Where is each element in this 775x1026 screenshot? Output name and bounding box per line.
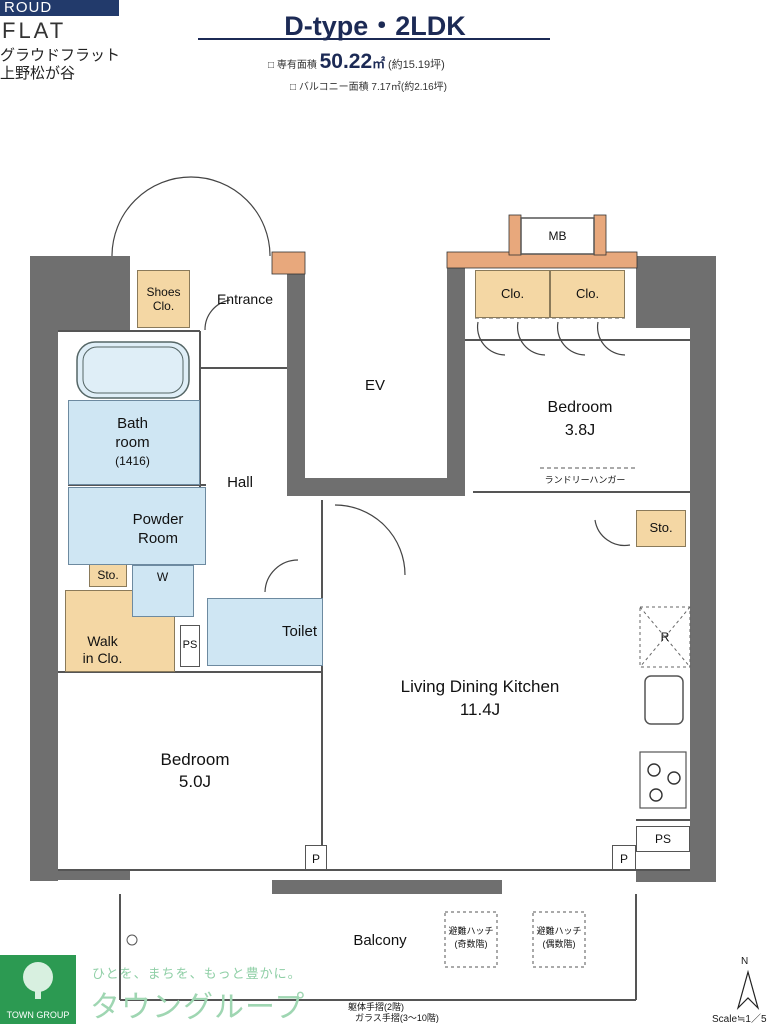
ldk-size: 11.4J	[459, 700, 501, 719]
page-title: D-type・2LDK	[284, 11, 466, 41]
floor-area-unit: ㎡	[372, 56, 386, 71]
bedroom-b-name: Bedroom	[160, 750, 230, 769]
ps-shaft-2	[636, 826, 690, 852]
title-underline	[198, 38, 550, 40]
brand-flat-text: FLAT	[2, 18, 67, 43]
entrance-label: Entrance	[216, 291, 274, 307]
walls	[30, 256, 716, 894]
closet-2-label: Clo.	[575, 286, 600, 301]
bathroom-size: (1416)	[115, 454, 150, 468]
balcony-label: Balcony	[353, 932, 407, 949]
toilet-floor	[207, 598, 323, 666]
washer-label: W	[156, 570, 169, 584]
footer-tagline: ひとを、まちを、もっと豊かに。	[92, 966, 302, 981]
brand-jp-name: グラウドフラット	[0, 47, 121, 64]
walk-in-closet-label: Walk in Clo.	[82, 633, 123, 666]
ps-1-label: PS	[182, 639, 198, 651]
refrigerator-label: R	[660, 630, 670, 644]
shoes-closet-label: Shoes Clo.	[146, 285, 181, 313]
ldk-name: Living Dining Kitchen	[400, 677, 560, 696]
bedroom-b-size: 5.0J	[178, 772, 212, 791]
pipe-space-2	[612, 845, 636, 870]
hatch-even-label: 避難ハッチ (偶数階)	[536, 926, 582, 949]
pipe-space-1	[305, 845, 327, 870]
railing-note-1: 躯体手摺(2階)	[348, 1002, 404, 1012]
pipe-1-label: P	[311, 852, 320, 866]
bedroom-a-size: 3.8J	[564, 422, 596, 439]
town-group-logo-text: TOWN GROUP	[6, 1010, 70, 1020]
storage-powder-label: Sto.	[97, 568, 119, 582]
storage-ldk-label: Sto.	[649, 520, 673, 535]
elevator-label: EV	[364, 377, 385, 394]
floor-area: □ 専有面積 50.22㎡ (約15.19坪)	[268, 50, 445, 74]
brand-jp-location: 上野松が谷	[0, 65, 76, 82]
ps-shaft-1	[180, 625, 200, 667]
footer-company: タウングループ	[90, 991, 306, 1024]
powder-room-floor	[68, 487, 206, 565]
compass-north-label: N	[741, 956, 749, 967]
floor-area-label: □ 専有面積	[268, 60, 317, 71]
washer-space	[132, 565, 194, 617]
shoes-closet	[137, 270, 190, 328]
tree-icon	[23, 962, 53, 999]
floor-area-value: 50.22	[319, 50, 373, 73]
laundry-hanger-label: ランドリーハンガー	[544, 475, 626, 485]
bathroom-label: Bath room	[115, 415, 150, 451]
bedroom-a-name: Bedroom	[547, 399, 613, 416]
scale-label: Scale≒1／5	[712, 1014, 767, 1025]
closet-1-label: Clo.	[500, 286, 525, 301]
closet-1	[475, 270, 550, 318]
brand-logo-box: ROUD	[0, 0, 119, 16]
railing-note-2: ガラス手摺(3〜10階)	[355, 1013, 439, 1023]
storage-ldk	[636, 510, 686, 547]
powder-room-label: Powder Room	[132, 511, 184, 547]
mb-label: MB	[548, 229, 567, 243]
pipe-2-label: P	[619, 852, 628, 866]
floor-area-tsubo: (約15.19坪)	[387, 59, 445, 71]
ps-2-label: PS	[654, 832, 671, 846]
hall-label: Hall	[227, 474, 253, 491]
balcony-area: □ バルコニー面積 7.17㎡(約2.16坪)	[290, 82, 447, 93]
toilet-label: Toilet	[281, 623, 318, 640]
town-group-logo: TOWN GROUP	[0, 955, 76, 1024]
hatch-odd-label: 避難ハッチ (奇数階)	[448, 926, 494, 949]
closet-2	[550, 270, 625, 318]
bathroom-floor	[68, 400, 200, 485]
